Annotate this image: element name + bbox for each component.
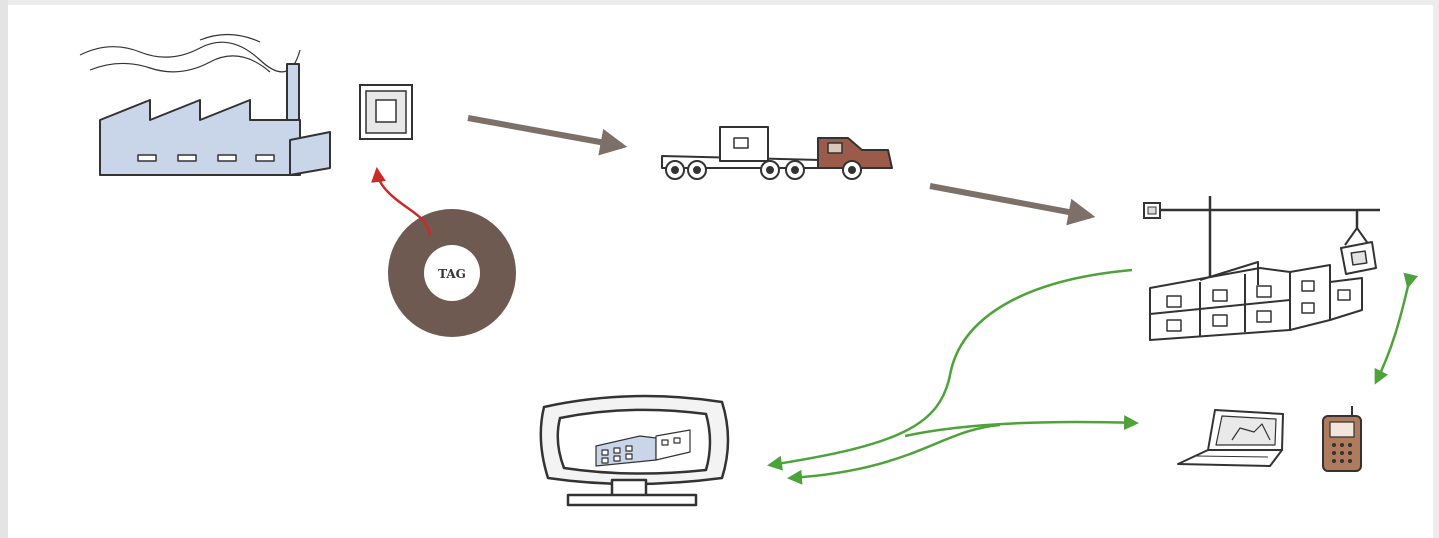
rfid-tag-disc-icon: TAG [388,209,516,337]
flow-arrow-truck-to-warehouse [930,186,1090,216]
data-arrow-to-laptop [905,422,1136,436]
factory-icon [80,34,330,175]
flow-arrow-factory-to-truck [468,118,622,146]
truck-icon [662,127,892,179]
mobile-phone-icon [1323,406,1361,471]
rfid-tag-card-icon [360,85,412,139]
laptop-icon [1178,410,1283,466]
reader-antenna-icon [1144,203,1160,218]
hanging-tag-icon [1341,228,1376,274]
tag-label: TAG [438,267,466,281]
data-arrow-devices-to-monitor [790,425,1000,478]
data-arrow-warehouse-to-monitor [770,270,1132,465]
monitor-icon [541,396,728,505]
data-arrow-warehouse-to-phone [1376,286,1408,382]
warehouse-icon [1150,262,1362,340]
